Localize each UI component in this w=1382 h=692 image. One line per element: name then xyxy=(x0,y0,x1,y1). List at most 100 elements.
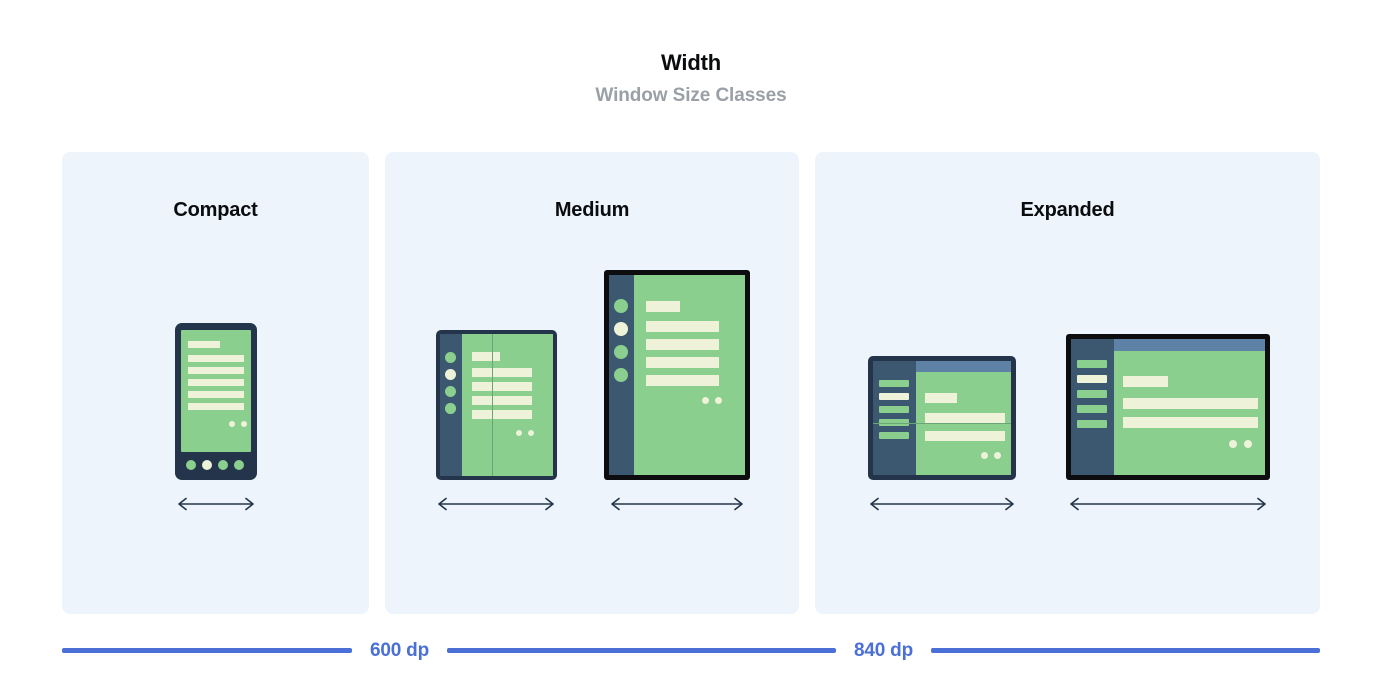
panel-expanded: Expanded xyxy=(815,152,1320,614)
content-line xyxy=(1122,376,1168,387)
content-line xyxy=(187,341,220,348)
drawer-item[interactable] xyxy=(878,406,909,413)
action-dot xyxy=(1228,440,1237,448)
nav-dot-active[interactable] xyxy=(201,460,212,470)
device-tablet-portrait xyxy=(604,270,750,480)
rail-dot[interactable] xyxy=(444,403,456,414)
device-foldable-portrait xyxy=(435,330,557,480)
device-col-foldable-landscape xyxy=(866,356,1018,614)
drawer-item[interactable] xyxy=(1076,390,1107,398)
size-class-panels: Compact xyxy=(62,152,1320,614)
content-line xyxy=(924,413,1005,423)
content-line xyxy=(924,393,957,403)
rail-dot[interactable] xyxy=(614,368,628,382)
device-foldable-landscape xyxy=(867,356,1016,480)
action-dot xyxy=(993,452,1001,459)
action-dot xyxy=(240,421,247,427)
action-dot xyxy=(527,430,534,436)
phone-bottom-nav xyxy=(180,456,251,473)
width-arrow-icon xyxy=(177,497,254,511)
rail-dot[interactable] xyxy=(614,299,628,313)
app-top-bar xyxy=(915,361,1011,372)
rail-dot[interactable] xyxy=(444,386,456,397)
content-line xyxy=(471,352,500,361)
width-arrow-icon xyxy=(869,497,1014,511)
content-line xyxy=(187,367,244,374)
tablet-landscape-screen xyxy=(1070,339,1265,475)
drawer-item-active[interactable] xyxy=(878,393,909,400)
scale-segment xyxy=(447,648,836,653)
nav-dot[interactable] xyxy=(185,460,196,470)
content-line xyxy=(646,339,719,350)
nav-dot[interactable] xyxy=(233,460,244,470)
width-arrow-icon xyxy=(611,497,743,511)
device-group-medium xyxy=(385,214,799,614)
drawer-item[interactable] xyxy=(878,419,909,426)
navigation-drawer xyxy=(1070,339,1114,475)
content-line xyxy=(471,368,532,377)
content-line xyxy=(1122,398,1258,409)
page-title: Width xyxy=(661,50,721,75)
panel-label-expanded: Expanded xyxy=(1020,199,1115,221)
panel-label-compact: Compact xyxy=(173,199,258,221)
content-line xyxy=(187,355,244,362)
content-line xyxy=(646,375,719,386)
content-line xyxy=(471,410,532,419)
breakpoint-scale: 600 dp 840 dp xyxy=(62,641,1320,660)
navigation-drawer xyxy=(872,361,916,475)
content-line xyxy=(646,321,719,332)
content-line xyxy=(187,403,244,410)
device-group-expanded xyxy=(815,214,1320,614)
rail-dot-active[interactable] xyxy=(614,322,628,336)
device-col-tablet-landscape xyxy=(1065,334,1270,614)
action-dot xyxy=(980,452,988,459)
device-col-foldable-portrait xyxy=(434,330,558,614)
page-subtitle: Window Size Classes xyxy=(595,85,787,107)
width-arrow-icon xyxy=(438,497,554,511)
content-line xyxy=(187,379,244,386)
rail-dot[interactable] xyxy=(444,352,456,363)
content-line xyxy=(187,391,244,398)
action-dot xyxy=(1243,440,1252,448)
drawer-item[interactable] xyxy=(1076,360,1107,368)
fold-seam xyxy=(872,423,1011,424)
foldable-portrait-screen xyxy=(439,334,553,476)
content-line xyxy=(1122,417,1258,428)
device-col-phone xyxy=(174,323,258,614)
panel-medium: Medium xyxy=(385,152,799,614)
app-top-bar xyxy=(1113,339,1265,351)
panel-compact: Compact xyxy=(62,152,369,614)
action-dot xyxy=(702,397,709,404)
action-dot xyxy=(715,397,722,404)
foldable-landscape-screen xyxy=(872,361,1011,475)
action-dot xyxy=(228,421,235,427)
device-phone xyxy=(174,323,257,480)
navigation-rail xyxy=(609,275,634,475)
content-line xyxy=(646,301,680,312)
scale-segment xyxy=(931,648,1320,653)
device-group-compact xyxy=(62,214,369,614)
breakpoint-label-840dp: 840 dp xyxy=(854,640,913,661)
drawer-item[interactable] xyxy=(1076,405,1107,413)
device-tablet-landscape xyxy=(1065,334,1270,480)
breakpoint-label-600dp: 600 dp xyxy=(370,640,429,661)
drawer-item[interactable] xyxy=(1076,420,1107,428)
navigation-rail xyxy=(439,334,462,476)
content-line xyxy=(924,431,1005,441)
content-line xyxy=(471,396,532,405)
drawer-item[interactable] xyxy=(878,380,909,387)
phone-screen xyxy=(180,330,251,452)
scale-segment xyxy=(62,648,352,653)
device-col-tablet-portrait xyxy=(604,270,750,614)
header: Width Window Size Classes xyxy=(0,0,1382,108)
rail-dot-active[interactable] xyxy=(444,369,456,380)
drawer-item-active[interactable] xyxy=(1076,375,1107,383)
nav-dot[interactable] xyxy=(217,460,228,470)
fold-seam xyxy=(491,334,493,476)
rail-dot[interactable] xyxy=(614,345,628,359)
action-dot xyxy=(515,430,522,436)
content-line xyxy=(646,357,719,368)
drawer-item[interactable] xyxy=(878,432,909,439)
panel-label-medium: Medium xyxy=(554,199,630,221)
width-arrow-icon xyxy=(1069,497,1266,511)
